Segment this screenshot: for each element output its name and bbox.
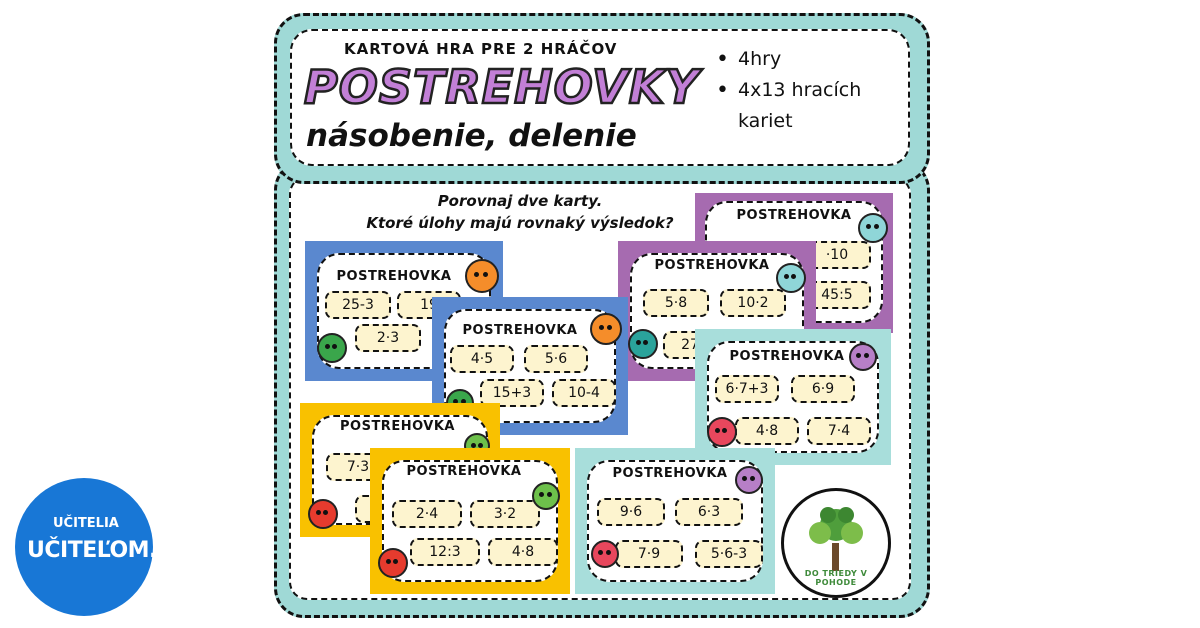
- card-title: POSTREHOVKA: [729, 349, 845, 364]
- task-box: 7·9: [615, 540, 683, 568]
- task-box: 9·6: [597, 498, 665, 526]
- task-box: 2·4: [392, 500, 462, 528]
- bullet-item: •4hry: [716, 47, 782, 72]
- character-icon: [317, 333, 347, 363]
- subtitle: KARTOVÁ HRA PRE 2 HRÁČOV: [344, 40, 618, 58]
- task-box: 5·6-3: [695, 540, 763, 568]
- character-icon: [465, 259, 499, 293]
- task-box: 6·9: [791, 375, 855, 403]
- card-title: POSTREHOVKA: [654, 258, 770, 273]
- card-yellow-front: POSTREHOVKA 2·4 3·2 12:3 4·8: [370, 448, 570, 594]
- ucitelia-logo: UČITELIA UČITEĽOM.SK: [15, 478, 189, 616]
- instructions: Porovnaj dve karty. Ktoré úlohy majú rov…: [360, 190, 680, 234]
- task-box: 10·2: [720, 289, 786, 317]
- card-title: POSTREHOVKA: [612, 466, 728, 481]
- logo-small-text: UČITELIA: [53, 516, 119, 531]
- tree-logo-text: DO TRIEDY V POHODE: [804, 569, 868, 587]
- task-box: 3·2: [470, 500, 540, 528]
- card-title: POSTREHOVKA: [336, 269, 452, 284]
- character-icon: [735, 466, 763, 494]
- bullet-item: •4x13 hracích: [716, 78, 862, 103]
- task-box: 5·8: [643, 289, 709, 317]
- instruction-line: Porovnaj dve karty.: [437, 192, 603, 210]
- task-box: 15+3: [480, 379, 544, 407]
- instruction-line: Ktoré úlohy majú rovnaký výsledok?: [366, 214, 674, 232]
- character-icon: [707, 417, 737, 447]
- character-icon: [628, 329, 658, 359]
- bullet-list: •4hry •4x13 hracích kariet: [716, 44, 861, 137]
- task-box: 4·5: [450, 345, 514, 373]
- tree-icon: [809, 507, 863, 571]
- logo-big-text: UČITEĽOM.SK: [27, 538, 189, 563]
- task-box: 10-4: [552, 379, 616, 407]
- card-title: POSTREHOVKA: [736, 208, 852, 223]
- task-box: 4·8: [735, 417, 799, 445]
- character-icon: [849, 343, 877, 371]
- task-box: 6·3: [675, 498, 743, 526]
- character-icon: [590, 313, 622, 345]
- character-icon: [308, 499, 338, 529]
- character-icon: [378, 548, 408, 578]
- task-box: 4·8: [488, 538, 558, 566]
- task-box: 12:3: [410, 538, 480, 566]
- card-title: POSTREHOVKA: [406, 464, 522, 479]
- character-icon: [532, 482, 560, 510]
- card-teal-right: POSTREHOVKA 6·7+3 6·9 4·8 7·4: [695, 329, 891, 465]
- tree-logo: DO TRIEDY V POHODE: [781, 488, 891, 598]
- character-icon: [776, 263, 806, 293]
- header-panel: [290, 29, 910, 166]
- task-box: 5·6: [524, 345, 588, 373]
- topic-text: násobenie, delenie: [306, 118, 637, 154]
- bullet-item: kariet: [738, 110, 793, 132]
- task-box: 2·3: [355, 324, 421, 352]
- page-title: POSTREHOVKY: [303, 59, 700, 116]
- character-icon: [858, 213, 888, 243]
- card-teal-bottom: POSTREHOVKA 9·6 6·3 7·9 5·6-3: [575, 448, 775, 594]
- task-box: 25-3: [325, 291, 391, 319]
- character-icon: [591, 540, 619, 568]
- task-box: 6·7+3: [715, 375, 779, 403]
- card-title: POSTREHOVKA: [462, 323, 578, 338]
- task-box: 7·4: [807, 417, 871, 445]
- card-title: POSTREHOVKA: [340, 419, 455, 434]
